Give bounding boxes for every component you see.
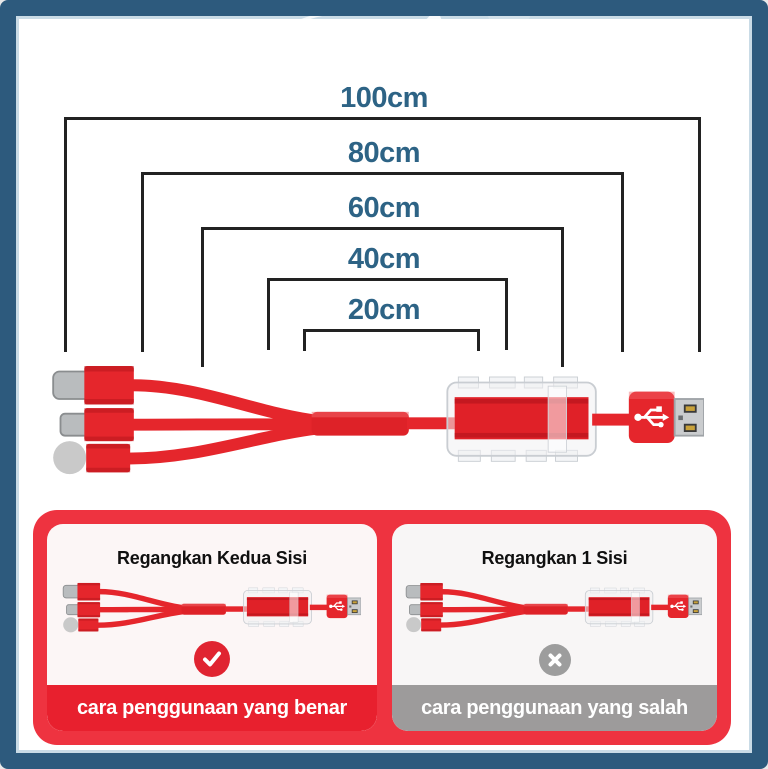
bracket-40cm [267,278,508,350]
top-border-decoration [299,16,530,24]
correct-usage-banner: cara penggunaan yang benar [47,685,377,731]
bracket-60cm [201,227,564,367]
panel-title: Regangkan Kedua Sisi [116,548,308,568]
bracket-20cm [303,329,480,351]
panel-wrong-usage: Regangkan 1 Sisi cara penggunaan yang sa… [392,524,717,731]
cable-thumbnail [402,582,702,634]
bracket-100cm [64,117,701,352]
measure-label-20cm: 20cm [347,294,421,326]
measure-label-60cm: 60cm [347,192,421,224]
panel-correct-usage: Regangkan Kedua Sisi cara penggunaan yan… [47,524,377,731]
cable-thumbnail [59,582,361,634]
measure-label-80cm: 80cm [347,137,421,169]
panel-title: Regangkan 1 Sisi [481,548,628,568]
bracket-80cm [141,172,624,352]
wrong-usage-banner: cara penggunaan yang salah [392,685,717,731]
measure-label-40cm: 40cm [347,243,421,275]
cable-product-photo [44,366,704,476]
measure-label-100cm: 100cm [340,82,428,114]
cross-icon [538,644,571,676]
check-icon [194,641,230,677]
usage-guide-box: Regangkan Kedua Sisi cara penggunaan yan… [33,510,731,745]
